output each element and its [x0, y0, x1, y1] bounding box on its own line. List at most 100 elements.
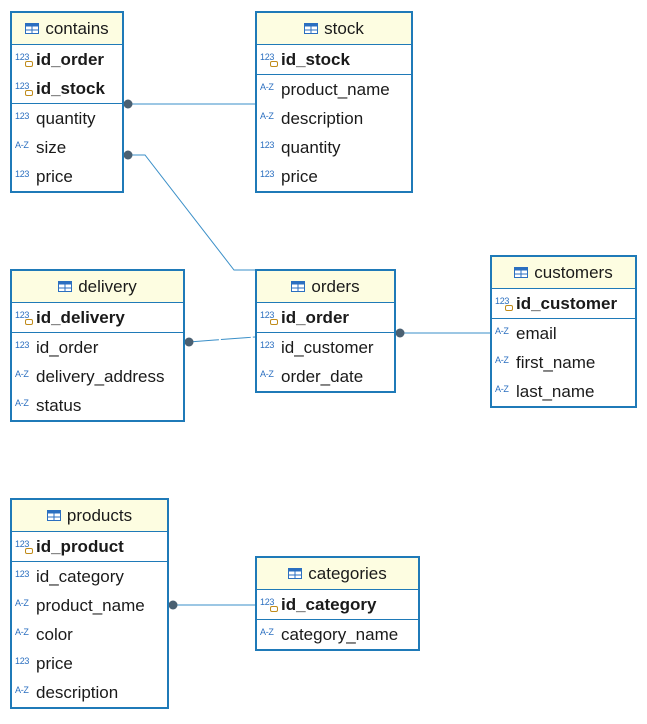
key-numeric-column-icon: 123 [260, 52, 278, 67]
column-category_name[interactable]: A-Z category_name [257, 620, 418, 649]
relation-endpoint-dot [395, 328, 405, 338]
text-column-icon: A-Z [260, 81, 274, 92]
column-name: id_customer [281, 337, 374, 357]
column-name: category_name [281, 624, 399, 644]
table-title: products [66, 505, 133, 525]
contains-table-header[interactable]: contains [12, 13, 122, 45]
key-numeric-column-icon: 123 [15, 539, 33, 554]
column-price[interactable]: 123 price [12, 162, 122, 191]
column-name: color [36, 624, 73, 644]
numeric-column-icon: 123 [15, 168, 30, 179]
relation-delivery-orders[interactable] [184, 336, 256, 347]
column-name: price [36, 166, 73, 186]
column-color[interactable]: A-Z color [12, 620, 167, 649]
column-name: status [36, 395, 82, 415]
column-name: first_name [516, 352, 596, 372]
relation-contains-stock[interactable] [123, 99, 256, 109]
relation-orders-customers[interactable] [395, 328, 491, 338]
relation-products-categories[interactable] [168, 600, 256, 610]
column-name: id_order [281, 307, 350, 327]
relation-endpoint-dot [123, 150, 133, 160]
column-name: quantity [281, 137, 341, 157]
numeric-column-icon: 123 [260, 168, 275, 179]
columns-section: A-Z category_name [257, 620, 418, 649]
stock-table-header[interactable]: stock [257, 13, 411, 45]
column-name: id_category [36, 566, 124, 586]
column-last_name[interactable]: A-Z last_name [492, 377, 635, 406]
column-name: size [36, 137, 67, 157]
relation-endpoint-dot [123, 99, 133, 109]
column-price[interactable]: 123 price [257, 162, 411, 191]
products-table-header[interactable]: products [12, 500, 167, 532]
column-name: description [36, 682, 119, 702]
text-column-icon: A-Z [15, 626, 29, 637]
column-name: price [281, 166, 318, 186]
table-icon [291, 281, 306, 292]
relation-contains-orders[interactable] [123, 150, 256, 271]
text-column-icon: A-Z [260, 110, 274, 121]
column-description[interactable]: A-Z description [257, 104, 411, 133]
orders-table-header[interactable]: orders [257, 271, 394, 303]
column-name: last_name [516, 381, 595, 401]
numeric-column-icon: 123 [15, 568, 30, 579]
table-icon [304, 23, 319, 34]
customers-table-header[interactable]: customers [492, 257, 635, 289]
key-numeric-column-icon: 123 [260, 597, 278, 612]
key-numeric-column-icon: 123 [495, 296, 513, 311]
text-column-icon: A-Z [495, 325, 509, 336]
text-column-icon: A-Z [495, 383, 509, 394]
column-id_category[interactable]: 123 id_category [12, 562, 167, 591]
numeric-column-icon: 123 [15, 110, 30, 121]
column-name: quantity [36, 108, 96, 128]
column-name: id_category [281, 594, 377, 614]
column-name: id_stock [281, 49, 350, 69]
text-column-icon: A-Z [15, 597, 29, 608]
categories-table-header[interactable]: categories [257, 558, 418, 590]
column-name: description [281, 108, 364, 128]
column-name: id_order [36, 337, 99, 357]
column-quantity[interactable]: 123 quantity [12, 104, 122, 133]
numeric-column-icon: 123 [15, 655, 30, 666]
text-column-icon: A-Z [260, 626, 274, 637]
column-name: delivery_address [36, 366, 165, 386]
delivery-table-header[interactable]: delivery [12, 271, 183, 303]
table-title: orders [311, 276, 360, 296]
column-name: order_date [281, 366, 364, 386]
